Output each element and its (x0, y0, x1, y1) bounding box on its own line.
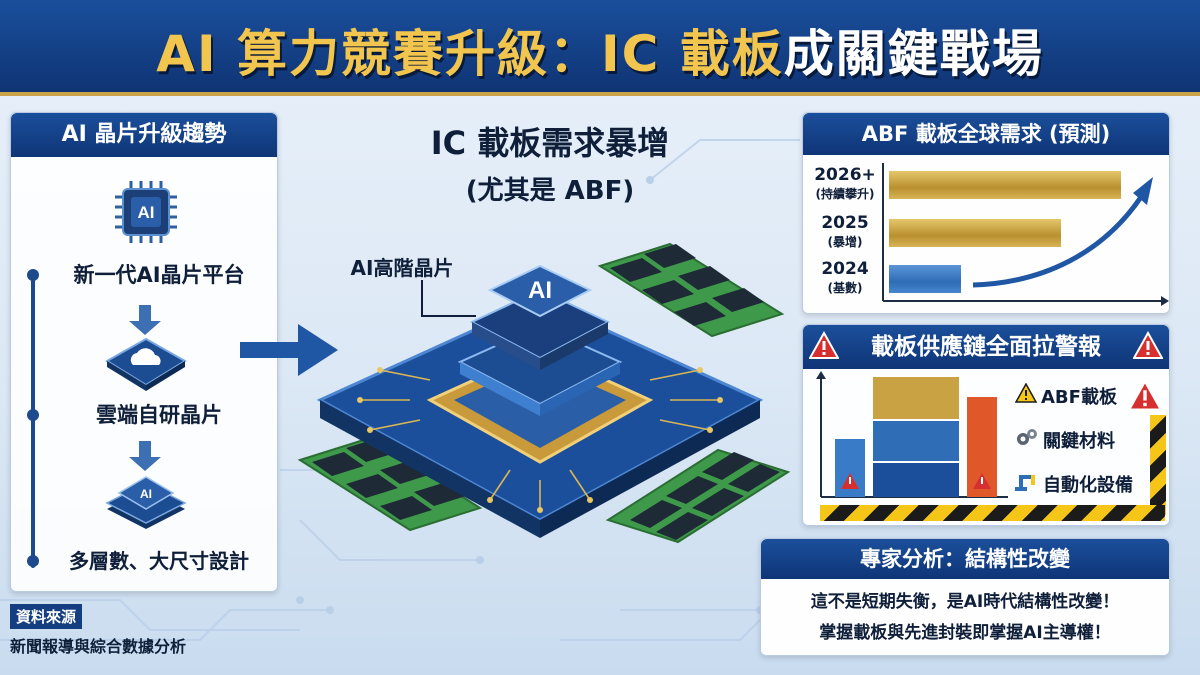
bar-2024 (889, 265, 961, 293)
warning-right-icon (1133, 331, 1163, 359)
chip-trend-panel: AI 晶片升級趨勢 AI 新一代AI晶片平台 雲端自研晶片 AI 多層數、大尺寸… (10, 112, 278, 592)
source-text: 新聞報導與綜合數據分析 (10, 637, 187, 656)
bar-note-2025: (暴增) (827, 235, 863, 249)
hazard-stripe (820, 505, 1165, 521)
bar-note-2024: (基數) (827, 281, 863, 295)
memory-module-top-right (597, 242, 785, 338)
bar-year-2025: 2025 (821, 213, 869, 233)
expert-analysis-title: 專家分析：結構性改變 (761, 539, 1169, 579)
bar-2025 (889, 219, 1061, 247)
ai-chip-icon-text: AI (138, 203, 155, 222)
step-label-1: 新一代AI晶片平台 (73, 263, 245, 287)
supply-item-abf: ABF載板 (1041, 387, 1117, 408)
timeline-dot-2 (27, 409, 39, 421)
bar-row-2025: 2025 (暴增) (809, 213, 1169, 253)
down-arrow-2 (129, 441, 161, 471)
source-title: 資料來源 (10, 604, 83, 629)
gears-icon (1017, 429, 1037, 445)
supply-bars-illustration (816, 371, 1008, 498)
ic-substrate-illustration: AI (297, 242, 791, 544)
step-label-2: 雲端自研晶片 (96, 403, 222, 427)
bar-row-2024: 2024 (基數) (809, 259, 1169, 299)
bar-row-2026: 2026+ (持續攀升) (809, 165, 1169, 205)
timeline-line (31, 278, 35, 568)
robot-arm-icon (1015, 475, 1035, 491)
abf-demand-title: ABF 載板全球需求 (預測) (803, 113, 1169, 155)
center-title: IC 載板需求暴增 (430, 124, 670, 162)
supply-alert-panel: 載板供應鏈全面拉警報 ABF載板 關鍵材料 自動化設備 (802, 324, 1170, 526)
ai-chip-label: AI高階晶片 (350, 256, 454, 280)
page-title: AI 算力競賽升級：IC 載板成關鍵戰場 (0, 14, 1200, 86)
supply-item-equipment: 自動化設備 (1043, 475, 1133, 496)
source-note: 資料來源 新聞報導與綜合數據分析 (10, 604, 250, 664)
expert-analysis-panel: 專家分析：結構性改變 這不是短期失衡，是AI時代結構性改變！ 掌握載板與先進封裝… (760, 538, 1170, 656)
right-arrow-icon (240, 324, 338, 376)
chip-label-leader (421, 280, 476, 317)
title-gold-part: AI 算力競賽升級：IC 載板 (156, 25, 784, 83)
demand-trend-arrow-icon (882, 163, 1169, 306)
ai-chip-icon: AI (115, 181, 177, 243)
multilayer-chip-text: AI (140, 487, 152, 501)
supply-alert-header: 載板供應鏈全面拉警報 (803, 325, 1169, 369)
cloud-chip-icon (105, 337, 187, 391)
center-subtitle: (尤其是 ABF) (465, 176, 635, 206)
expert-line-1: 這不是短期失衡，是AI時代結構性改變！ (810, 592, 1120, 612)
header-banner: AI 算力競賽升級：IC 載板成關鍵戰場 (0, 0, 1200, 96)
warning-left-icon (809, 331, 839, 359)
abf-demand-panel: ABF 載板全球需求 (預測) 2026+ (持續攀升) 2025 (暴增) 2… (802, 112, 1170, 314)
expert-line-2: 掌握載板與先進封裝即掌握AI主導權！ (819, 623, 1111, 643)
bar-year-2024: 2024 (821, 259, 869, 279)
bar-note-2026: (持續攀升) (815, 187, 875, 201)
center-chip-text: AI (528, 277, 552, 304)
timeline-dot-3 (27, 555, 39, 567)
down-arrow-1 (129, 305, 161, 335)
step-label-3: 多層數、大尺寸設計 (69, 549, 249, 573)
supply-item-materials: 關鍵材料 (1043, 431, 1115, 452)
hazard-stripe-vertical (1150, 415, 1166, 515)
bar-2026 (889, 171, 1121, 199)
bar-year-2026: 2026+ (814, 165, 876, 185)
memory-module-bottom-right (605, 448, 791, 544)
warning-icon (1015, 383, 1037, 403)
chip-trend-title: AI 晶片升級趨勢 (11, 113, 277, 157)
supply-alert-title: 載板供應鏈全面拉警報 (871, 334, 1101, 360)
title-white-part: 成關鍵戰場 (783, 25, 1044, 83)
timeline-dot-1 (27, 269, 39, 281)
multilayer-chip-icon: AI (105, 476, 187, 529)
warning-big-icon (1127, 379, 1163, 411)
